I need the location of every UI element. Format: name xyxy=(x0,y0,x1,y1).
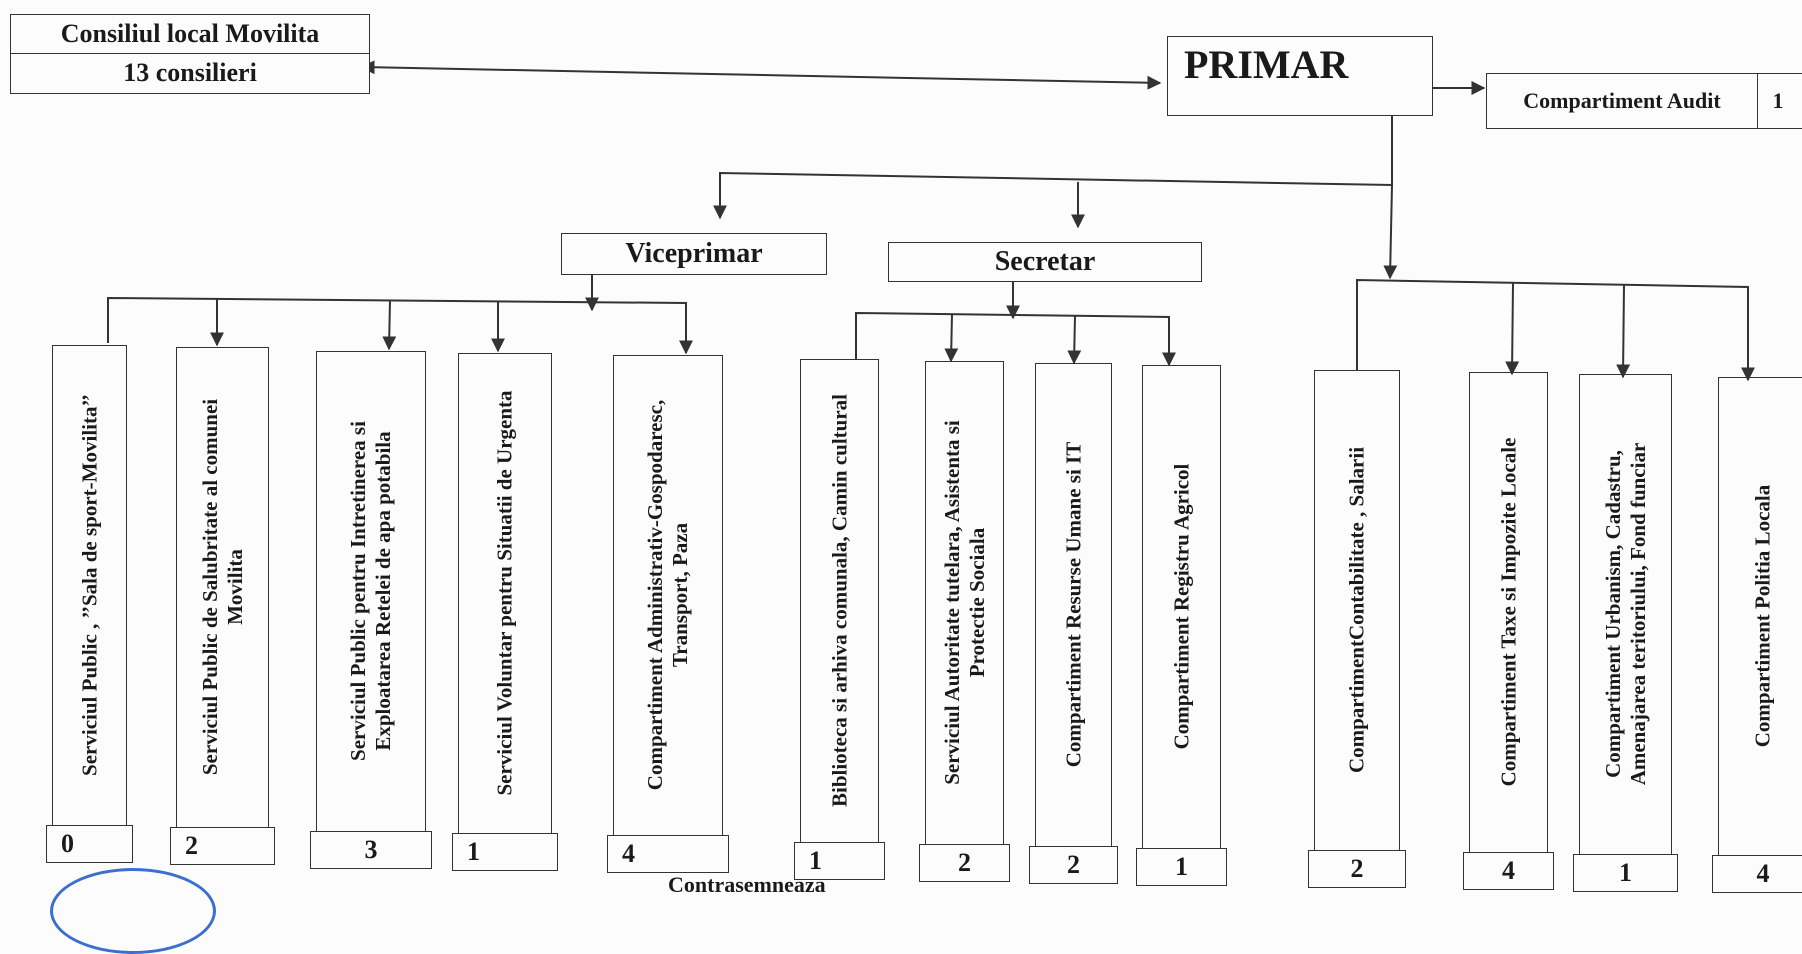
department-label: Serviciul Public , ’’Sala de sport-Movil… xyxy=(77,394,101,776)
department-label: Serviciul Public pentru Intretinerea si … xyxy=(346,421,395,761)
council-members: 13 consilieri xyxy=(123,58,257,87)
department-urbanism: Compartiment Urbanism, Cadastru, Amenaja… xyxy=(1573,374,1678,892)
vice-mayor-box: Viceprimar xyxy=(561,233,827,275)
department-resurse-umane: Compartiment Resurse Umane si IT 2 xyxy=(1029,363,1118,884)
audit-count: 1 xyxy=(1772,88,1784,113)
department-apa-potabila: Serviciul Public pentru Intretinerea si … xyxy=(310,351,432,869)
department-count: 4 xyxy=(1712,855,1802,893)
footer-text: Contrasemneaza xyxy=(668,872,826,897)
department-count: 3 xyxy=(310,831,432,869)
department-label: CompartimentContabilitate , Salarii xyxy=(1344,446,1369,774)
department-contabilitate: CompartimentContabilitate , Salarii 2 xyxy=(1308,370,1406,888)
department-taxe-impozite: Compartiment Taxe si Impozite Locale 4 xyxy=(1463,372,1554,890)
department-count: 4 xyxy=(607,835,729,873)
department-salubritate: Serviciul Public de Salubritate al comun… xyxy=(170,347,275,865)
secretary-title: Secretar xyxy=(994,246,1096,277)
department-sala-sport: Serviciul Public , ’’Sala de sport-Movil… xyxy=(46,345,133,863)
department-count: 1 xyxy=(1136,848,1227,886)
official-stamp xyxy=(50,868,216,954)
mayor-title: PRIMAR xyxy=(1184,42,1349,87)
department-label: Serviciul Autoritate tutelara, Asistenta… xyxy=(939,420,989,785)
department-label: Biblioteca si arhiva comunala, Camin cul… xyxy=(827,394,851,808)
department-label: Serviciul Public de Salubritate al comun… xyxy=(197,398,247,776)
department-count: 2 xyxy=(1308,850,1406,888)
department-count: 1 xyxy=(794,842,885,880)
department-situatii-urgenta: Serviciul Voluntar pentru Situatii de Ur… xyxy=(452,353,558,871)
department-count: 2 xyxy=(919,844,1010,882)
council-box: Consiliul local Movilita 13 consilieri xyxy=(10,14,370,94)
department-count: 4 xyxy=(1463,852,1554,890)
vice-mayor-title: Viceprimar xyxy=(625,238,763,269)
department-count: 0 xyxy=(46,825,133,863)
department-politia-locala: Compartiment Politia Locala 4 xyxy=(1712,377,1802,893)
council-name: Consiliul local Movilita xyxy=(11,15,369,54)
department-registru-agricol: Compartiment Registru Agricol 1 xyxy=(1136,365,1227,886)
department-label: Compartiment Taxe si Impozite Locale xyxy=(1496,437,1520,787)
department-label: Compartiment Administrativ-Gospodaresc, … xyxy=(643,399,692,791)
department-label: Compartiment Urbanism, Cadastru, Amenaja… xyxy=(1600,442,1650,786)
department-label: Serviciul Voluntar pentru Situatii de Ur… xyxy=(492,390,517,796)
department-count: 2 xyxy=(170,827,275,865)
department-count: 1 xyxy=(1573,854,1678,892)
audit-label: Compartiment Audit xyxy=(1487,74,1758,128)
department-biblioteca: Biblioteca si arhiva comunala, Camin cul… xyxy=(794,359,885,880)
department-count: 2 xyxy=(1029,846,1118,884)
audit-box: Compartiment Audit 1 xyxy=(1486,73,1802,129)
department-label: Compartiment Politia Locala xyxy=(1750,484,1775,748)
department-administrativ: Compartiment Administrativ-Gospodaresc, … xyxy=(607,355,729,873)
department-autoritate-tutelara: Serviciul Autoritate tutelara, Asistenta… xyxy=(919,361,1010,882)
department-count: 1 xyxy=(452,833,558,871)
secretary-box: Secretar xyxy=(888,242,1202,282)
mayor-box: PRIMAR xyxy=(1167,36,1433,116)
department-label: Compartiment Resurse Umane si IT xyxy=(1061,441,1085,768)
department-label: Compartiment Registru Agricol xyxy=(1169,463,1193,750)
